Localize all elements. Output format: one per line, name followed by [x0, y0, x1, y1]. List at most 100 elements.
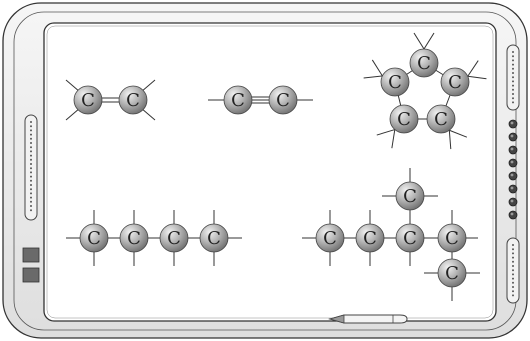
grill-dot — [30, 188, 32, 191]
grill-dot — [512, 244, 514, 246]
atom-symbol: C — [167, 228, 181, 249]
bond-line — [467, 75, 487, 80]
control-dot-highlight — [510, 186, 514, 190]
grill-dot — [30, 163, 32, 165]
atom-symbol: C — [231, 90, 245, 111]
control-dot-highlight — [510, 147, 514, 151]
atom-symbol: C — [388, 72, 402, 93]
grill-dot — [30, 146, 32, 149]
bond-line — [391, 129, 396, 149]
atom-sphere — [395, 181, 425, 211]
grill-dot — [512, 273, 514, 276]
carbon-atom: C — [437, 223, 467, 253]
atom-symbol: C — [403, 228, 417, 249]
control-dot-highlight — [510, 160, 514, 164]
grill-dot — [30, 129, 32, 132]
bond-line — [376, 129, 395, 136]
control-dot-button[interactable] — [508, 132, 518, 142]
left-button-1[interactable] — [22, 247, 40, 263]
grill-dot — [512, 72, 514, 74]
drawing-screen[interactable] — [43, 22, 497, 322]
control-dot-button[interactable] — [508, 119, 518, 129]
atom-sphere — [119, 223, 149, 253]
carbon-atom: C — [79, 223, 109, 253]
grill-dot — [30, 200, 32, 203]
atom-sphere — [268, 85, 298, 115]
bond-line — [449, 129, 468, 138]
tablet-inner-frame — [13, 11, 517, 331]
grill-dot — [30, 167, 32, 170]
atom-symbol: C — [434, 109, 448, 130]
bond-line — [413, 32, 425, 50]
grill-dot — [30, 121, 32, 123]
atom-symbol: C — [323, 228, 337, 249]
control-dot-button[interactable] — [508, 158, 518, 168]
grill-dot — [512, 252, 514, 255]
carbon-atom: C — [73, 85, 103, 115]
control-dot-button[interactable] — [508, 197, 518, 207]
grill-dot — [30, 192, 32, 195]
atom-sphere — [79, 223, 109, 253]
right-top-speaker-grill — [506, 44, 520, 111]
control-dot-button[interactable] — [508, 145, 518, 155]
atom-symbol: C — [445, 228, 459, 249]
control-dot-button[interactable] — [508, 184, 518, 194]
atom-symbol: C — [276, 90, 290, 111]
stylus-pen[interactable] — [328, 314, 408, 324]
control-dot-button[interactable] — [508, 171, 518, 181]
atom-sphere — [223, 85, 253, 115]
carbon-atom: C — [426, 104, 456, 134]
carbon-atom: C — [437, 258, 467, 288]
atom-symbol: C — [448, 72, 462, 93]
grill-dot — [30, 184, 32, 186]
left-speaker-grill — [24, 114, 38, 221]
drawing-screen-inner-border — [46, 25, 494, 319]
grill-dot — [30, 158, 32, 161]
grill-dot — [30, 133, 32, 136]
carbon-atom: C — [268, 85, 298, 115]
atom-sphere — [159, 223, 189, 253]
grill-dot — [30, 196, 32, 199]
atom-symbol: C — [445, 263, 459, 284]
grill-dot — [512, 290, 514, 293]
carbon-atom: C — [159, 223, 189, 253]
atom-sphere — [199, 223, 229, 253]
atom-symbol: C — [403, 186, 417, 207]
control-dot-button[interactable] — [508, 210, 518, 220]
grill-dot — [512, 265, 514, 267]
grill-dot — [30, 175, 32, 178]
atom-sphere — [409, 48, 439, 78]
control-dot-highlight — [510, 212, 514, 216]
grill-dot — [512, 59, 514, 62]
carbon-atom: C — [395, 223, 425, 253]
grill-dot — [512, 256, 514, 259]
carbon-atom: C — [118, 85, 148, 115]
control-dot-highlight — [510, 173, 514, 177]
carbon-atom: C — [440, 67, 470, 97]
grill-dot — [512, 286, 514, 288]
left-button-2[interactable] — [22, 267, 40, 283]
grill-dot — [512, 260, 514, 263]
atom-sphere — [118, 85, 148, 115]
control-dot-highlight — [510, 134, 514, 138]
atom-sphere — [380, 67, 410, 97]
bond-line — [448, 130, 452, 150]
bond-line — [467, 60, 479, 77]
atom-symbol: C — [126, 90, 140, 111]
grill-dot — [512, 277, 514, 280]
atom-sphere — [440, 67, 470, 97]
grill-dot — [512, 55, 514, 58]
grill-dot — [30, 154, 32, 157]
carbon-atom: C — [389, 104, 419, 134]
right-control-dots[interactable] — [508, 119, 518, 220]
carbon-atom: C — [199, 223, 229, 253]
grill-dot — [512, 67, 514, 70]
carbon-atom: C — [119, 223, 149, 253]
atom-symbol: C — [363, 228, 377, 249]
grill-dot — [30, 125, 32, 128]
bond-line — [423, 32, 435, 50]
carbon-atom: C — [409, 48, 439, 78]
control-dot-highlight — [510, 199, 514, 203]
